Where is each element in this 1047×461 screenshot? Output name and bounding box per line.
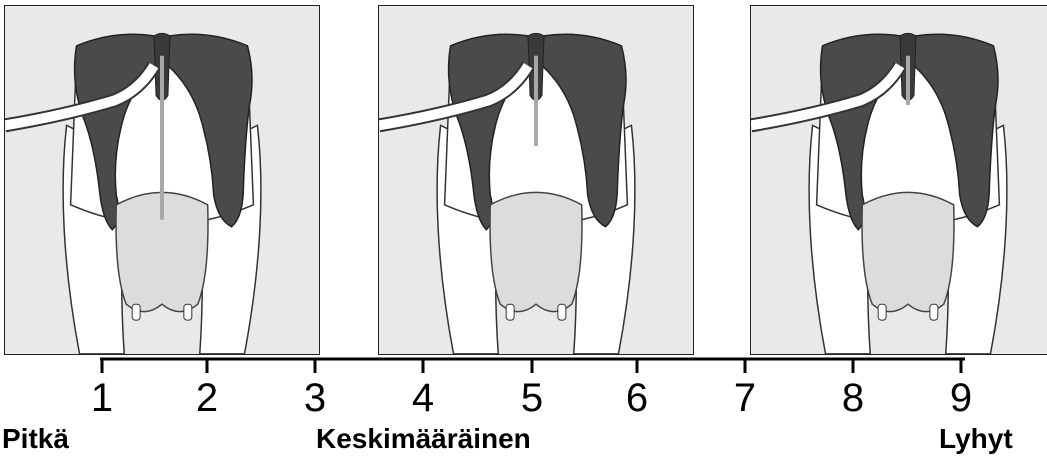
tick-label-6: 6 xyxy=(626,378,648,418)
tick-label-2: 2 xyxy=(196,378,218,418)
category-label-medium: Keskimääräinen xyxy=(316,425,531,453)
category-label-long: Pitkä xyxy=(2,425,69,453)
tick-label-5: 5 xyxy=(521,378,543,418)
tick-label-4: 4 xyxy=(412,378,434,418)
cow-rear-view-1 xyxy=(5,6,319,354)
category-label-short: Lyhyt xyxy=(939,425,1013,453)
udder xyxy=(862,192,954,311)
teat-right xyxy=(930,304,938,320)
tick-label-1: 1 xyxy=(91,378,113,418)
teat-left xyxy=(506,304,514,320)
teat-left xyxy=(132,304,140,320)
cow-rear-view-5 xyxy=(379,6,693,354)
tick-label-9: 9 xyxy=(950,378,972,418)
tick-label-7: 7 xyxy=(734,378,756,418)
cow-illustration-long xyxy=(4,5,320,355)
cow-rear-view-9 xyxy=(751,6,1047,354)
tick-label-8: 8 xyxy=(842,378,864,418)
udder xyxy=(490,192,582,311)
tick-marks xyxy=(102,359,961,373)
teat-left xyxy=(878,304,886,320)
tick-label-3: 3 xyxy=(304,378,326,418)
cow-illustration-short xyxy=(750,5,1047,355)
teat-right xyxy=(184,304,192,320)
teat-right xyxy=(558,304,566,320)
cow-illustration-medium xyxy=(378,5,694,355)
